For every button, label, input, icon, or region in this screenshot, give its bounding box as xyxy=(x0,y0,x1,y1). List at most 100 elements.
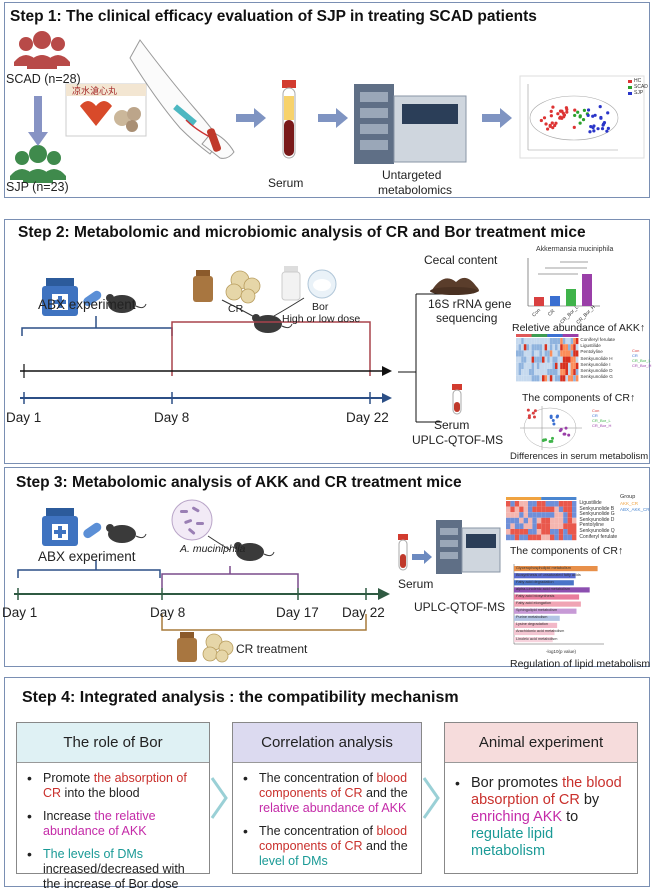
heatmap-cell xyxy=(572,512,577,518)
heatmap-cell xyxy=(568,356,571,363)
lipid-bar xyxy=(514,566,598,572)
dose-label: High or low dose xyxy=(282,313,361,325)
heatmap-cell xyxy=(526,350,529,357)
heatmap-cell xyxy=(526,375,529,382)
pca-point xyxy=(558,116,562,120)
akk-label-step3: A. muciniphila xyxy=(180,543,246,555)
heatmap-cell xyxy=(541,501,546,507)
heatmap-cell xyxy=(565,344,568,351)
akk-bars xyxy=(534,274,592,306)
heatmap-cell xyxy=(575,338,579,345)
pca-point xyxy=(581,118,586,122)
mouse-icon xyxy=(252,314,293,333)
heatmap-cell xyxy=(570,362,574,369)
heatmap-cell xyxy=(544,375,548,382)
serum-tube-icon xyxy=(398,534,408,571)
heatmap-cell xyxy=(563,523,568,529)
heatmap-cell xyxy=(529,344,532,351)
heatmap-cell xyxy=(563,534,568,541)
heatmap-cell xyxy=(570,338,574,345)
heatmap-cell xyxy=(573,362,576,369)
heatmap-cell xyxy=(550,512,555,518)
heatmap-cell xyxy=(545,506,550,513)
scatter-legend-item: CR_Bor_H xyxy=(592,423,612,428)
heatmap-cell xyxy=(514,517,520,524)
heatmap-cell xyxy=(510,517,515,524)
day17-label-step3: Day 17 xyxy=(276,605,319,620)
heatmap-cell xyxy=(549,338,553,345)
heatmap-cell xyxy=(516,369,519,376)
heatmap-cell xyxy=(547,344,550,351)
pca-point xyxy=(578,114,582,118)
scatter-point xyxy=(563,432,567,436)
lipid-pathway-label: alpha-Linolenic acid metabolism xyxy=(516,586,571,591)
scatter-legend-item: CR_Bor_L xyxy=(592,418,611,423)
heatmap-cell xyxy=(536,501,542,507)
diff-caption: Differences in serum metabolism xyxy=(510,451,649,462)
heatmap-cell xyxy=(558,523,564,529)
scatter-points xyxy=(526,408,571,444)
sjp-label: SJP (n=23) xyxy=(6,180,69,194)
uplc-label-step2: UPLC-QTOF-MS xyxy=(412,433,504,447)
day1-label-step3: Day 1 xyxy=(2,605,38,620)
pca-point xyxy=(600,127,605,131)
heatmap-cell xyxy=(516,356,519,363)
pca-point xyxy=(548,124,552,128)
heatmap-cell xyxy=(518,338,522,345)
heatmap-cell xyxy=(575,344,579,351)
lipid-pathway-label: Fatty acid degradation xyxy=(516,579,554,584)
heatmap-cell xyxy=(523,344,527,351)
capsule-icon xyxy=(83,290,102,307)
heatmap-cell xyxy=(552,369,555,376)
heatmap-cell xyxy=(558,501,564,507)
arm-blood-draw-icon xyxy=(129,39,235,159)
heatmap-cell xyxy=(567,506,572,513)
pca-plot xyxy=(519,75,645,159)
heatmap-cell xyxy=(521,344,524,351)
heatmap-row-label: Senkyunolide G xyxy=(580,374,613,380)
heatmap-cell xyxy=(516,350,519,357)
day8-label-step2: Day 8 xyxy=(154,410,190,425)
pca-point xyxy=(576,110,580,114)
card2-title: Correlation analysis xyxy=(233,723,421,763)
heatmap-cell xyxy=(557,369,561,376)
heatmap-cell xyxy=(510,506,515,513)
heatmap-cell xyxy=(528,501,533,507)
heatmap-cell xyxy=(550,529,555,535)
heatmap-row-label: Pentolyline xyxy=(579,522,604,529)
rrna-label-2: sequencing xyxy=(436,311,498,325)
heatmap-cell xyxy=(526,356,529,363)
scatter-point xyxy=(555,415,559,419)
card1-bullet-3: The levels of DMs increased/decreased wi… xyxy=(27,847,201,889)
lipid-pathway-label: Linoleic acid metabolism xyxy=(516,636,558,641)
pca-legend-scad: SCAD xyxy=(634,84,648,90)
heatmap-cell xyxy=(549,369,553,376)
card-animal-experiment: Animal experiment Bor promotes the blood… xyxy=(444,722,638,874)
pca-legend-hc: HC xyxy=(634,78,642,84)
heatmap-cell xyxy=(565,338,568,345)
heatmap-cell xyxy=(550,534,555,541)
heatmap-cell xyxy=(562,350,566,357)
heatmap-cell xyxy=(544,356,548,363)
pca-points-blue xyxy=(586,105,610,134)
heatmap-cell xyxy=(568,344,571,351)
heatmap-cell xyxy=(549,344,553,351)
heatmap-cell xyxy=(528,512,533,518)
heatmap-cell xyxy=(555,350,558,357)
heatmap-cell xyxy=(562,375,566,382)
heatmap-cell xyxy=(567,523,572,529)
heatmap-legend-item: CR_Bor_L xyxy=(632,358,651,363)
pca-points-green xyxy=(573,108,589,125)
pca-point xyxy=(544,122,548,126)
pca-point xyxy=(573,113,577,118)
card2-bullet-2: The concentration of blood components of… xyxy=(243,824,413,869)
heatmap-cell xyxy=(557,344,561,351)
heatmap-cell xyxy=(536,512,542,518)
heatmap-cell xyxy=(506,523,511,529)
heatmap-cell xyxy=(539,362,542,369)
day22-label-step2: Day 22 xyxy=(346,410,389,425)
pca-point xyxy=(572,125,576,129)
pca-point xyxy=(550,121,554,125)
heatmap-cell xyxy=(542,344,545,351)
heatmap-cell xyxy=(573,344,576,351)
